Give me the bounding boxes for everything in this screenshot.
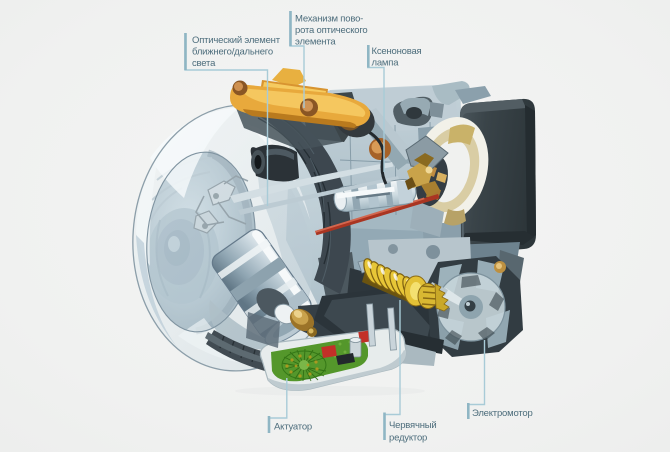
svg-text:элемента: элемента bbox=[295, 37, 336, 48]
svg-text:света: света bbox=[192, 58, 216, 69]
svg-text:Механизм пово-: Механизм пово- bbox=[295, 14, 363, 25]
svg-text:Оптический элемент: Оптический элемент bbox=[192, 35, 281, 46]
svg-text:Актуатор: Актуатор bbox=[274, 422, 312, 433]
svg-text:редуктор: редуктор bbox=[389, 433, 427, 444]
svg-text:Электромотор: Электромотор bbox=[472, 408, 533, 419]
svg-text:ближнего/дальнего: ближнего/дальнего bbox=[192, 47, 273, 58]
svg-text:Ксеноновая: Ксеноновая bbox=[372, 46, 422, 57]
svg-text:Червячный: Червячный bbox=[389, 420, 437, 431]
svg-text:рота оптического: рота оптического bbox=[295, 25, 367, 36]
svg-text:лампа: лампа bbox=[372, 58, 400, 69]
